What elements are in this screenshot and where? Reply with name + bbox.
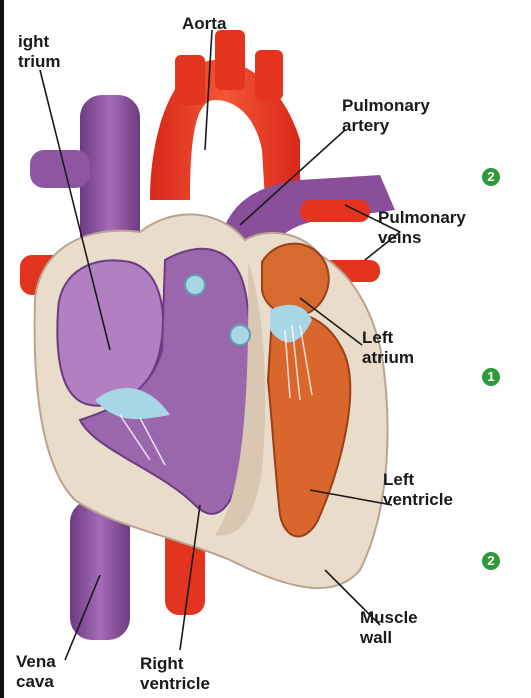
aortic-valve <box>230 325 250 345</box>
pulmonary-valve <box>185 275 205 295</box>
left-atrium-chamber <box>262 244 329 316</box>
label-right-ventricle: Right ventricle <box>140 654 210 694</box>
label-aorta: Aorta <box>182 14 226 34</box>
aorta-branch-3 <box>255 50 283 100</box>
step-badge-2-bottom: 2 <box>482 552 500 570</box>
label-muscle-wall: Muscle wall <box>360 608 418 648</box>
step-badge-1: 1 <box>482 368 500 386</box>
aorta-branch-2 <box>215 30 245 90</box>
label-left-ventricle: Left ventricle <box>383 470 453 510</box>
label-pulmonary-veins: Pulmonary veins <box>378 208 466 248</box>
label-right-atrium: ight trium <box>18 32 61 72</box>
pulmonary-vein-upper <box>300 200 370 222</box>
step-badge-2-top: 2 <box>482 168 500 186</box>
label-vena-cava: Vena cava <box>16 652 56 692</box>
aorta-branch-1 <box>175 55 205 105</box>
label-pulmonary-artery: Pulmonary artery <box>342 96 430 136</box>
label-left-atrium: Left atrium <box>362 328 414 368</box>
left-side-vessel <box>30 150 90 188</box>
